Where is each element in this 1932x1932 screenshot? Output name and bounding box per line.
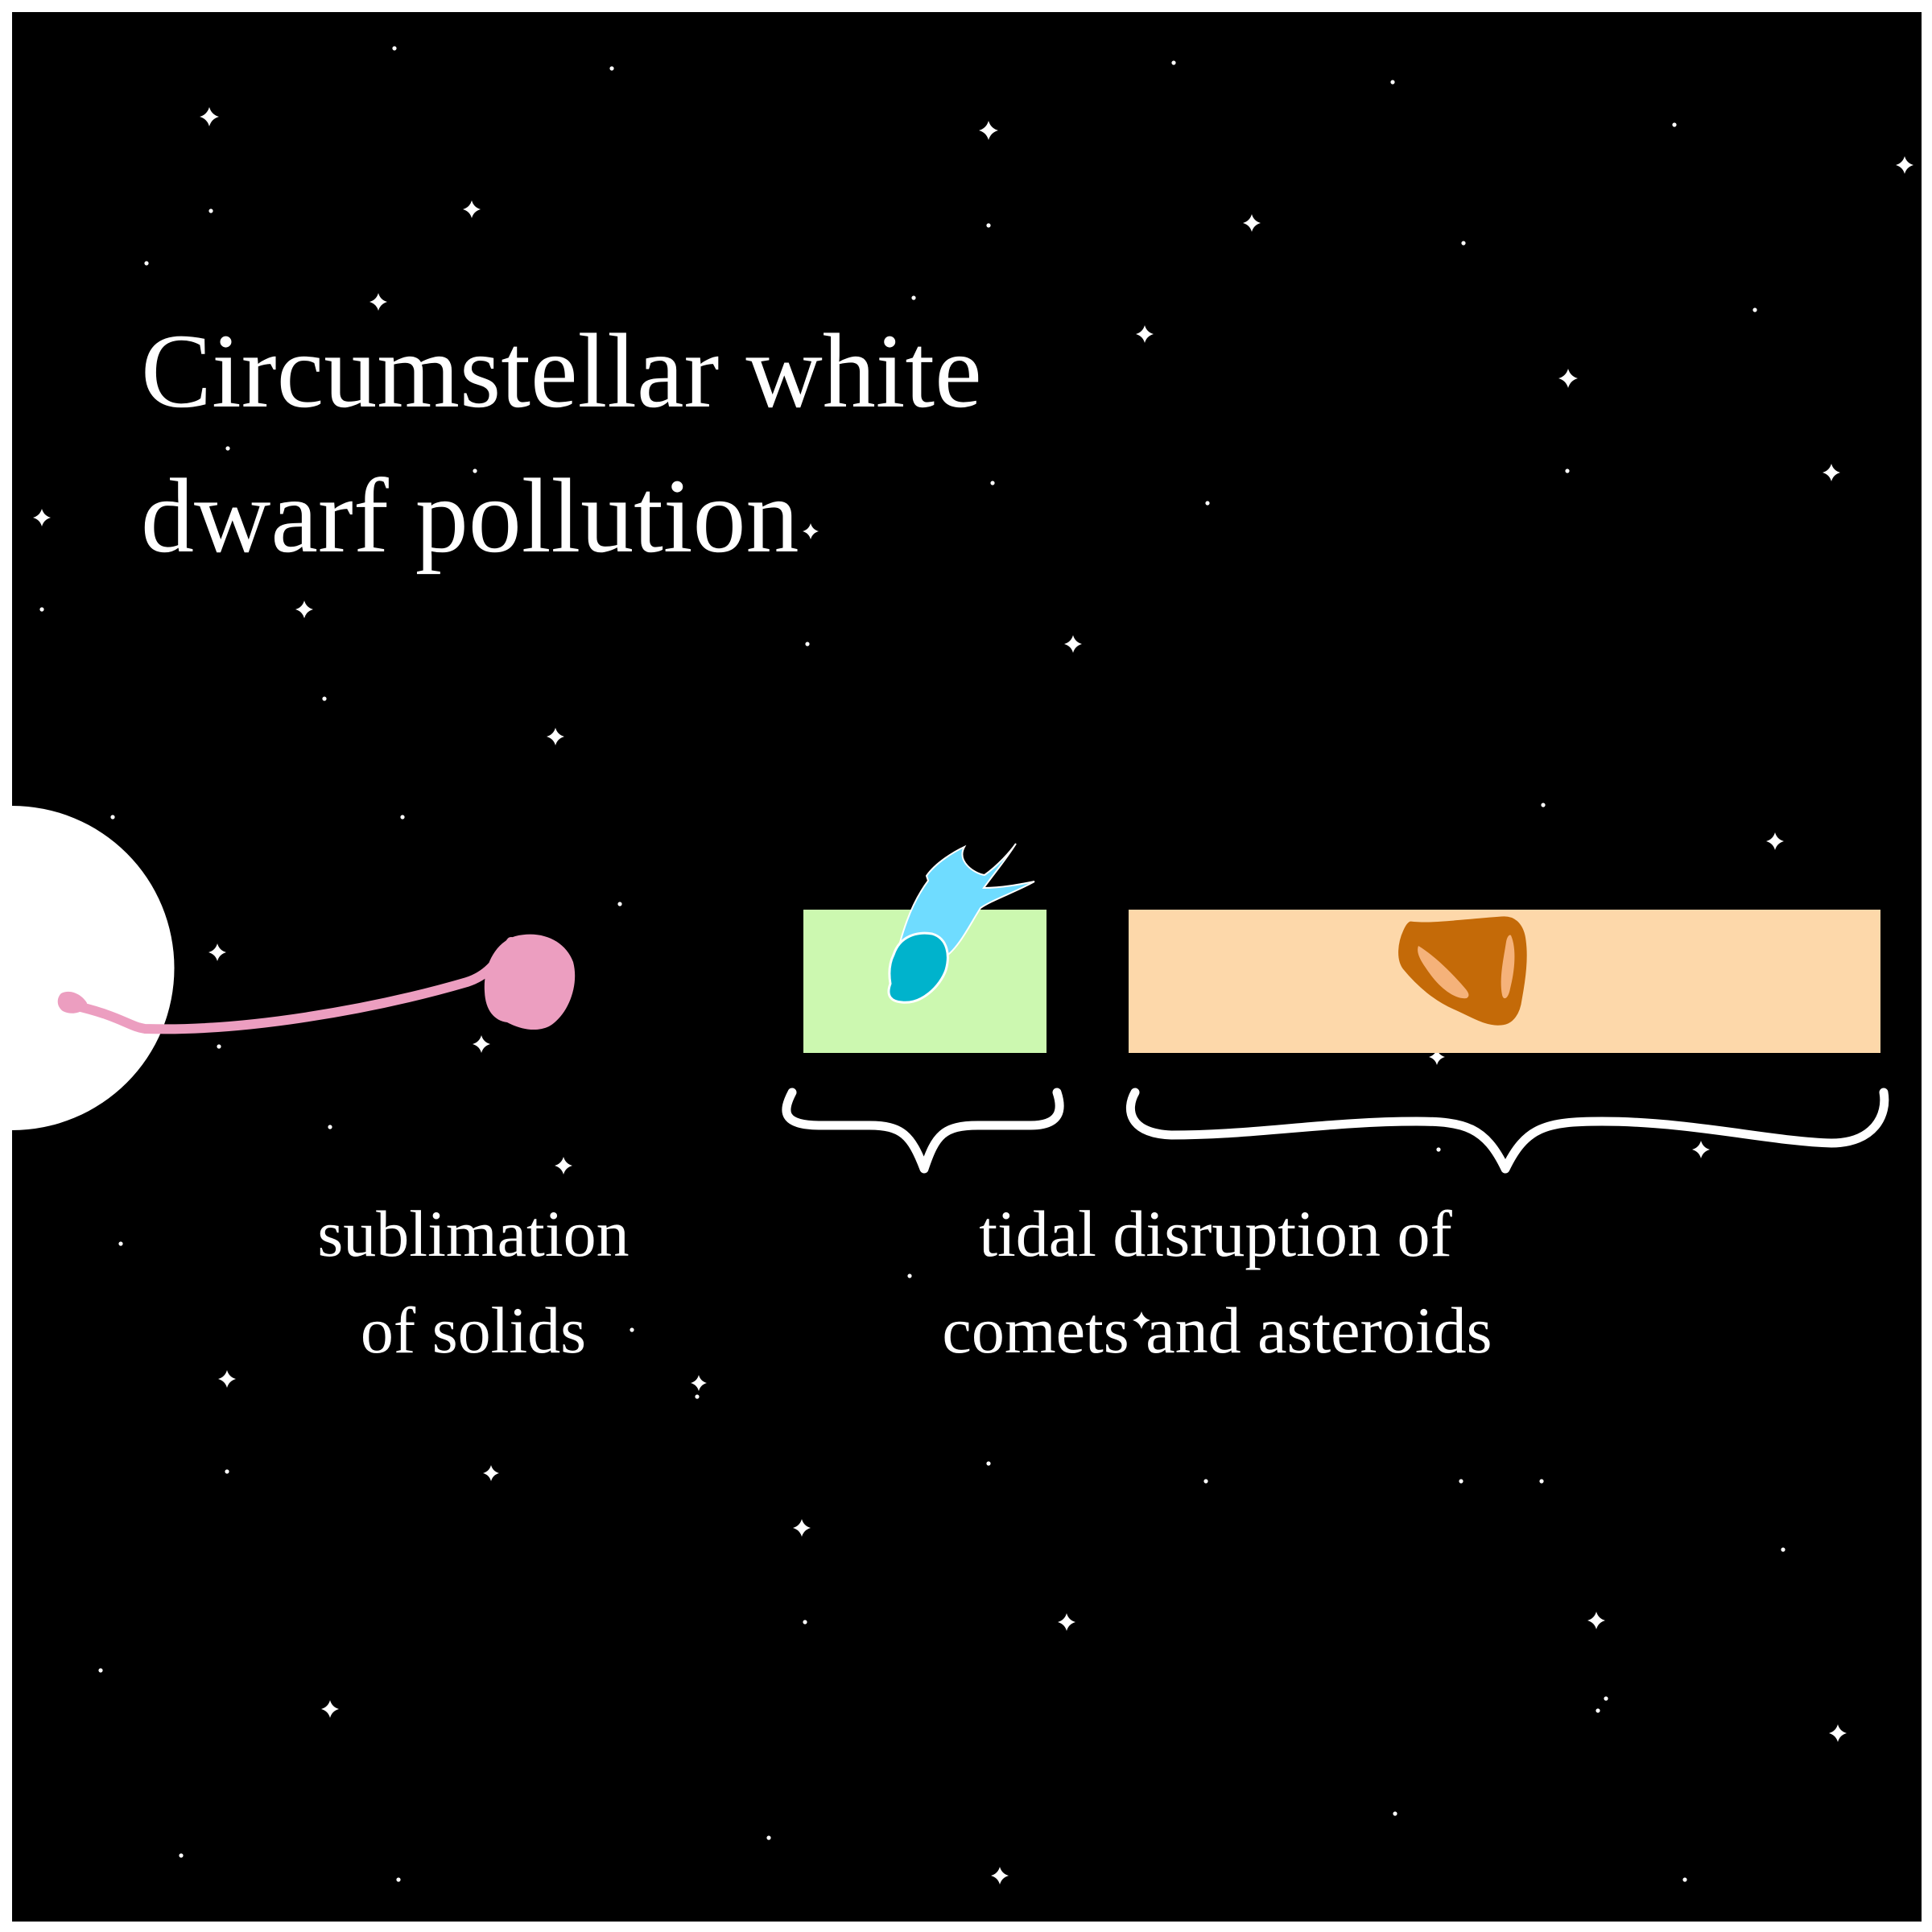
star-dot [1596, 1708, 1600, 1713]
star-dot [1539, 1479, 1544, 1484]
star-sparkle-icon [979, 121, 998, 140]
star-dot [1781, 1547, 1785, 1552]
star-sparkle-icon [1766, 832, 1784, 850]
tidal-label-line-1: tidal disruption of [979, 1197, 1452, 1270]
star-sparkle-icon [1429, 1049, 1445, 1065]
star-dot [1436, 1147, 1441, 1152]
star-sparkle-icon [991, 1867, 1009, 1885]
star-sparkle-icon [1558, 369, 1578, 388]
star-sparkle-icon [691, 1375, 707, 1391]
starfield [33, 46, 1913, 1885]
star-dot [1205, 501, 1210, 506]
star-sparkle-icon [1692, 1141, 1710, 1158]
star-dot [1459, 1479, 1463, 1484]
star-sparkle-icon [473, 1035, 490, 1053]
star-sparkle-icon [1587, 1612, 1605, 1629]
star-sparkle-icon [803, 523, 819, 539]
star-dot [617, 902, 622, 906]
star-sparkle-icon [547, 728, 564, 745]
comet-brace [782, 1088, 1064, 1174]
star-dot [118, 1241, 123, 1246]
sublimating-body-icon [57, 934, 576, 1034]
star-dot [609, 66, 614, 71]
star-sparkle-icon [463, 200, 481, 218]
star-sparkle-icon [200, 107, 219, 126]
star-dot [1541, 803, 1546, 807]
star-dot [1461, 241, 1466, 246]
star-dot [1203, 1479, 1208, 1484]
star-sparkle-icon [1133, 1311, 1150, 1329]
sublimating-body [484, 934, 576, 1030]
sublimation-label-line-2: of solids [361, 1294, 586, 1367]
star-dot [990, 481, 995, 485]
star-dot [1390, 80, 1395, 85]
asteroid-brace [1125, 1088, 1889, 1174]
star-dot [803, 1620, 807, 1624]
tail-knot [57, 991, 87, 1013]
star-dot [392, 46, 397, 51]
star-dot [322, 696, 327, 701]
star-sparkle-icon [218, 1370, 236, 1388]
white-dwarf-icon [12, 806, 175, 1130]
star-sparkle-icon [321, 1700, 339, 1718]
star-sparkle-icon [555, 1157, 572, 1174]
star-dot [400, 815, 405, 819]
star-sparkle-icon [1896, 156, 1913, 174]
star-dot [1752, 308, 1757, 312]
star-dot [225, 446, 230, 451]
star-dot [473, 469, 477, 473]
star-dot [110, 815, 115, 819]
star-dot [911, 295, 916, 300]
sublimation-label-line-1: sublimation [317, 1197, 629, 1270]
star-sparkle-icon [1829, 1724, 1847, 1742]
star-dot [695, 1394, 700, 1399]
star-dot [396, 1877, 401, 1882]
star-dot [39, 607, 44, 612]
star-dot [1565, 469, 1570, 473]
star-dot [328, 1125, 332, 1129]
star-dot [225, 1469, 229, 1474]
asteroid-highlight [1418, 946, 1469, 999]
star-sparkle-icon [369, 293, 387, 311]
star-dot [1171, 60, 1176, 65]
star-sparkle-icon [1136, 325, 1154, 343]
star-sparkle-icon [483, 1465, 499, 1481]
page-title-line-2: dwarf pollution [141, 456, 799, 575]
star-sparkle-icon [208, 943, 226, 961]
star-dot [630, 1327, 634, 1332]
star-sparkle-icon [1823, 464, 1840, 481]
star-sparkle-icon [1064, 635, 1082, 653]
star-dot [1604, 1696, 1608, 1701]
sublimation-tail [66, 937, 516, 1034]
star-dot [1682, 1877, 1687, 1882]
asteroid-highlight [1501, 935, 1515, 999]
star-dot [144, 261, 149, 266]
star-dot [217, 1044, 221, 1049]
star-dot [1672, 122, 1677, 127]
asteroid-icon [1396, 914, 1530, 1028]
star-sparkle-icon [793, 1519, 811, 1537]
asteroid-body [1396, 914, 1530, 1028]
star-dot [1393, 1811, 1397, 1816]
star-dot [179, 1853, 184, 1858]
star-dot [986, 223, 991, 228]
star-sparkle-icon [1243, 214, 1261, 232]
star-dot [208, 208, 213, 213]
comet-nucleus [887, 931, 949, 1004]
page-title-line-1: Circumstellar white [141, 312, 982, 430]
star-sparkle-icon [295, 601, 313, 618]
star-dot [907, 1274, 912, 1278]
comet-icon [887, 843, 1035, 1004]
star-dot [98, 1668, 103, 1673]
star-sparkle-icon [33, 509, 51, 526]
star-sparkle-icon [1058, 1613, 1075, 1631]
tidal-label-line-2: comets and asteroids [942, 1294, 1492, 1367]
star-dot [766, 1835, 771, 1840]
star-dot [986, 1461, 991, 1466]
star-dot [805, 642, 810, 646]
